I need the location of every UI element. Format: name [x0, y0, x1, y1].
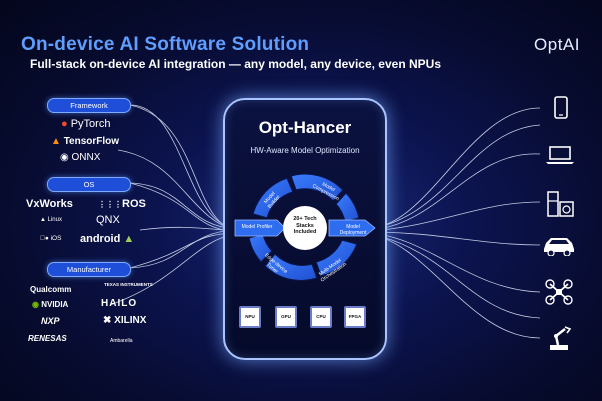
chip-fpga: FPGA [344, 306, 366, 328]
android-logo: android ▲ [80, 233, 135, 245]
pytorch-logo: ● PyTorch [61, 118, 111, 130]
qualcomm-logo: Qualcomm [30, 285, 72, 294]
vxworks-logo: VxWorks [26, 198, 73, 210]
page-title: On-device AI Software Solution [21, 34, 310, 55]
xilinx-logo: ✖ XILINX [103, 315, 147, 326]
profiler-arrow [234, 219, 286, 237]
cycle-segment-tuner [264, 253, 318, 282]
appliance-icon [547, 191, 574, 217]
cycle-segment-orchestration [315, 239, 358, 277]
smartphone-icon [554, 96, 568, 119]
robot-arm-icon [550, 326, 572, 350]
panel-subtitle: HW-Aware Model Optimization [250, 146, 360, 155]
nvidia-logo: ◉ NVIDIA [32, 300, 69, 309]
chip-npu: NPU [239, 306, 261, 328]
ios-logo: ● iOS [40, 235, 61, 242]
brand-logo: OptAI [534, 35, 580, 54]
onnx-logo: ◉ ONNX [60, 152, 101, 163]
texas-instruments-logo: TEXAS INSTRUMENTS [104, 282, 153, 287]
hailo-logo: HAILO [101, 298, 138, 309]
linux-logo: ▲ Linux [40, 217, 62, 223]
ambarella-logo: Ambarella [110, 338, 133, 344]
cycle-label-deployment: Model Deployment [339, 224, 367, 236]
qnx-logo: QNX [96, 214, 120, 226]
deployment-arrow [328, 219, 376, 237]
car-icon [544, 238, 574, 256]
laptop-icon [546, 146, 574, 164]
opt-hancer-panel: Opt-Hancer HW-Aware Model Optimization 2… [223, 98, 387, 360]
drone-icon [545, 279, 573, 305]
ros-logo: ⋮⋮⋮ROS [98, 198, 146, 210]
panel-title: Opt-Hancer [258, 118, 352, 137]
cycle-segment-builder [252, 177, 294, 219]
framework-label: Framework [47, 98, 131, 113]
optimization-cycle [234, 173, 376, 282]
nxp-logo: NXP [41, 316, 60, 326]
tensorflow-logo: ▲ TensorFlow [51, 136, 120, 147]
manufacturer-label: Manufacturer [47, 262, 131, 277]
renesas-logo: RENESAS [28, 334, 67, 343]
cycle-segment-compression [290, 173, 344, 202]
chip-gpu: GPU [275, 306, 297, 328]
os-label: OS [47, 177, 131, 192]
center-label: 20+ Tech Stacks Included [293, 216, 317, 235]
chip-cpu: CPU [310, 306, 332, 328]
center-circle [283, 206, 327, 250]
page-subtitle: Full-stack on-device AI integration — an… [30, 57, 442, 71]
cycle-label-profiler: Model Profiler [241, 224, 273, 230]
